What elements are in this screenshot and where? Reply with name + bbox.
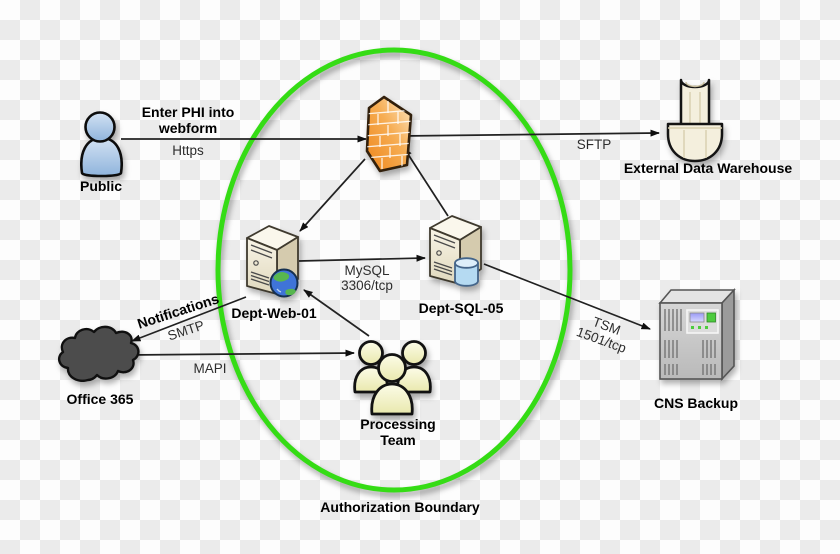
connector-lines: [121, 129, 660, 357]
backup-server-icon: [658, 287, 736, 382]
edge-sql-to-backup: [483, 263, 651, 330]
authorization-boundary-label: Authorization Boundary: [320, 499, 480, 515]
edge-firewall-to-warehouse: [400, 129, 660, 137]
edge-team-to-web: [303, 289, 370, 337]
authorization-boundary-ellipse: [215, 47, 573, 493]
node-label-dept-web-01: Dept-Web-01: [231, 305, 317, 321]
edge-web-to-office365: [131, 296, 247, 342]
data-warehouse-icon: [666, 78, 724, 163]
edge-label-sftp: SFTP: [576, 137, 612, 152]
edge-firewall-to-web: [299, 158, 366, 232]
web-server-icon: [246, 225, 299, 298]
firewall-icon: [365, 95, 413, 173]
node-label-cns-backup: CNS Backup: [653, 395, 739, 411]
edge-label-https: Https: [172, 143, 204, 158]
edge-label-mysql: MySQL 3306/tcp: [341, 263, 393, 293]
cloud-icon: [57, 325, 140, 382]
node-label-office-365: Office 365: [66, 391, 134, 407]
person-icon: [80, 111, 123, 178]
node-label-external-data-warehouse: External Data Warehouse: [623, 160, 793, 176]
database-server-icon: [429, 215, 482, 287]
node-label-dept-sql-05: Dept-SQL-05: [418, 300, 504, 316]
edge-sql-to-firewall: [403, 147, 449, 217]
edge-office365-to-team: [122, 349, 355, 357]
node-label-public: Public: [79, 178, 122, 194]
team-icon: [353, 340, 432, 416]
node-label-processing-team: Processing Team: [360, 416, 436, 448]
edge-label-enter-phi: Enter PHI into webform: [141, 104, 235, 136]
edge-web-to-sql: [298, 254, 426, 262]
edge-label-mapi: MAPI: [193, 361, 227, 376]
